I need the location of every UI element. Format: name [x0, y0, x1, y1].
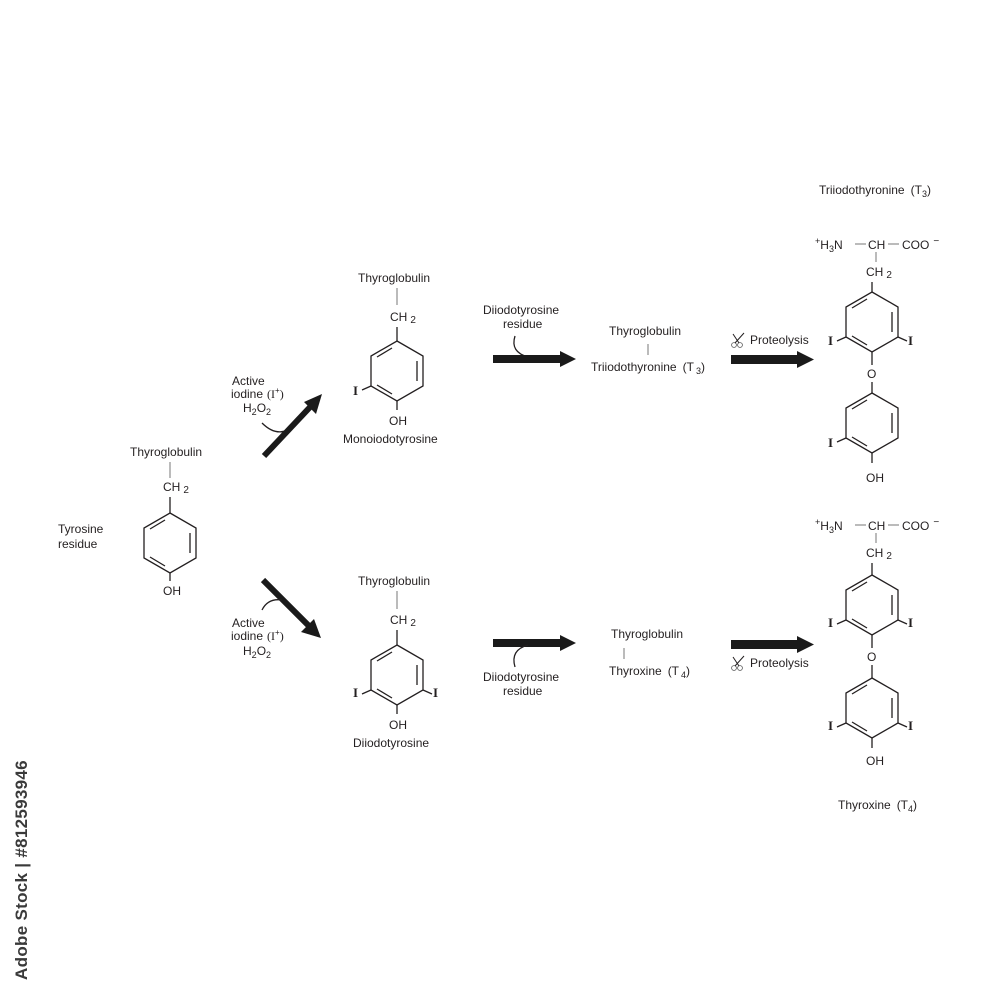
dit-iodine-left-label: I	[353, 685, 358, 700]
iodination-reagents-upper: Active iodine(I+) H2O2	[231, 374, 289, 433]
free-t4-iodine-top-right: I	[908, 615, 913, 630]
proteolysis-arrow-lower	[731, 636, 814, 653]
coupling-lower-curve	[513, 644, 529, 668]
proteolysis-lower: Proteolysis	[731, 636, 814, 671]
coupling-lower: Diiodotyrosine residue	[483, 635, 576, 698]
dit-hydroxyl-label: OH	[389, 718, 407, 732]
free-t3-amine-label: +H3N	[815, 236, 843, 254]
free-t4-amine-label: +H3N	[815, 517, 843, 535]
mit-hydroxyl-label: OH	[389, 414, 407, 428]
reagent-iodine-label: iodine(I+)	[231, 386, 284, 401]
scissors-icon	[731, 655, 745, 671]
mit-iodine-label: I	[353, 383, 358, 398]
reagent-active-label-lower: Active	[232, 616, 265, 630]
iodination-reagents-lower: Active iodine(I+) H2O2	[231, 599, 284, 660]
mit-thyroglobulin-label: Thyroglobulin	[358, 271, 430, 285]
free-t4-ring-bottom	[845, 677, 899, 739]
free-t4-hydroxyl: OH	[866, 754, 884, 768]
bound-t3-thyroglobulin-label: Thyroglobulin	[609, 324, 681, 338]
reaction-arrow-up	[261, 394, 322, 459]
bound-t4-thyroglobulin-label: Thyroglobulin	[611, 627, 683, 641]
reagent-active-label: Active	[232, 374, 265, 388]
tyrosine-thyroglobulin-label: Thyroglobulin	[130, 445, 202, 459]
coupling-upper-line2: residue	[503, 317, 543, 331]
proteolysis-upper: Proteolysis	[731, 332, 814, 368]
stock-id-text: Adobe Stock | #812593946	[12, 760, 31, 980]
free-t4-carboxyl-label: COO−	[902, 517, 939, 533]
proteolysis-lower-label: Proteolysis	[750, 656, 809, 670]
reagent-iodine-label-lower: iodine(I+)	[231, 628, 284, 643]
free-t4-iodine-top-left: I	[828, 615, 833, 630]
free-t3-ring-top	[845, 291, 899, 353]
mit-benzene-ring	[370, 340, 424, 402]
tyrosine-caption-line1: Tyrosine	[58, 522, 104, 536]
coupling-lower-line2: residue	[503, 684, 543, 698]
scissors-icon	[731, 332, 745, 348]
tyrosine-hydroxyl-label: OH	[163, 584, 181, 598]
reaction-arrow-down	[260, 577, 321, 638]
coupling-arrow-upper	[493, 351, 576, 367]
free-t4-ether-oxygen: O	[867, 650, 876, 664]
reagent-peroxide-label-lower: H2O2	[243, 644, 271, 660]
coupling-upper-curve	[513, 335, 529, 358]
free-t3-ring-bottom	[845, 392, 899, 454]
tyrosine-benzene-ring	[143, 512, 197, 574]
free-t4-ch-label: CH	[868, 519, 885, 533]
dit-iodine-right-label: I	[433, 685, 438, 700]
dit-thyroglobulin-label: Thyroglobulin	[358, 574, 430, 588]
free-t3-hydroxyl: OH	[866, 471, 884, 485]
reagent-peroxide-label: H2O2	[243, 401, 271, 417]
reagent-curve-lower	[261, 599, 283, 611]
free-t3-carboxyl-label: COO−	[902, 236, 939, 252]
free-t3-iodine-right: I	[908, 333, 913, 348]
free-t4-iodine-bottom-left: I	[828, 718, 833, 733]
coupling-arrow-lower	[493, 635, 576, 651]
free-t4-ring-top	[845, 574, 899, 636]
dit-name-label: Diiodotyrosine	[353, 736, 429, 750]
coupling-upper-line1: Diiodotyrosine	[483, 303, 559, 317]
mit-name-label: Monoiodotyrosine	[343, 432, 438, 446]
coupling-upper: Diiodotyrosine residue	[483, 303, 576, 367]
free-t3-ether-oxygen: O	[867, 367, 876, 381]
tyrosine-caption-line2: residue	[58, 537, 98, 551]
dit-benzene-ring	[370, 644, 424, 706]
stock-id-watermark: Adobe Stock | #812593946	[8, 760, 32, 990]
free-t3-iodine-left: I	[828, 333, 833, 348]
free-t3-ch-label: CH	[868, 238, 885, 252]
free-t4-iodine-bottom-right: I	[908, 718, 913, 733]
coupling-lower-line1: Diiodotyrosine	[483, 670, 559, 684]
free-t3-title: Triiodothyronine(T3)	[819, 183, 931, 199]
free-t3-iodine-lower: I	[828, 435, 833, 450]
free-t4-title: Thyroxine(T4)	[838, 798, 917, 814]
proteolysis-arrow-upper	[731, 351, 814, 368]
proteolysis-upper-label: Proteolysis	[750, 333, 809, 347]
